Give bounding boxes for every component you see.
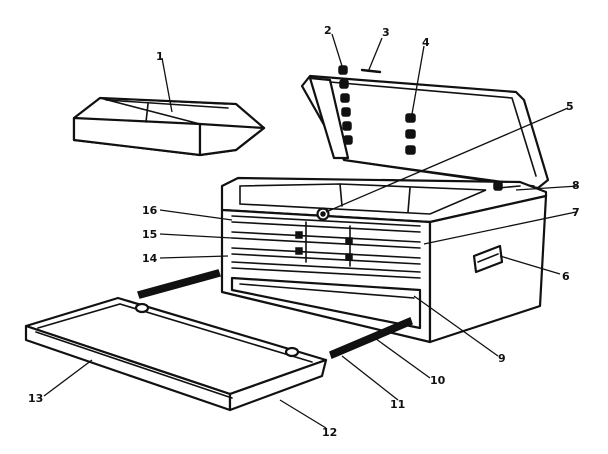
lid-clips: [405, 113, 416, 155]
bottom-drawer: [24, 296, 328, 412]
chest-body: [220, 176, 548, 344]
tote-tray: [72, 96, 266, 157]
callout-6: 6: [562, 270, 570, 283]
drawer-stack: [230, 215, 422, 330]
callout-14: 14: [142, 252, 158, 265]
callout-5: 5: [566, 100, 574, 113]
callout-leaders: [43, 33, 579, 429]
callout-13: 13: [28, 392, 43, 405]
callout-4: 4: [422, 36, 430, 49]
callout-9: 9: [498, 352, 506, 365]
callout-7: 7: [572, 206, 580, 219]
callout-16: 16: [142, 204, 158, 217]
callout-12: 12: [322, 426, 337, 439]
callout-2: 2: [324, 24, 332, 37]
callout-10: 10: [430, 374, 446, 387]
drawer-slide-upper: [137, 269, 221, 299]
callout-11: 11: [390, 398, 405, 411]
lock-icon: [316, 207, 330, 221]
callout-8: 8: [572, 179, 580, 192]
drawer-slide-left: [329, 316, 413, 360]
callout-15: 15: [142, 228, 157, 241]
callout-3: 3: [382, 26, 390, 39]
lid-hinge-strip: [338, 65, 353, 145]
chest-lid: [300, 74, 550, 190]
side-handle: [472, 244, 504, 274]
callout-labels: 1 2 3 4 5 6 7 8 9 10 11 12 13 14 15 16: [28, 24, 580, 439]
lid-rod: [360, 68, 382, 74]
callout-1: 1: [156, 50, 164, 63]
